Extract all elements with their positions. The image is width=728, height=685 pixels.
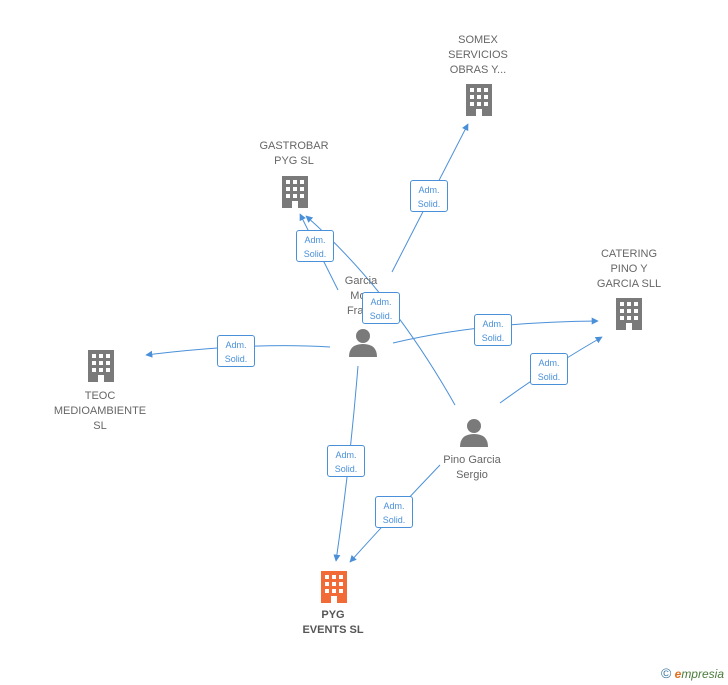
- person-icon[interactable]: [349, 329, 377, 357]
- building-icon[interactable]: [88, 350, 114, 382]
- edge-label-gastrobar: Adm.Solid.: [296, 230, 334, 262]
- building-icon[interactable]: [616, 298, 642, 330]
- edge-label-teoc: Adm.Solid.: [217, 335, 255, 367]
- company-label-gastrobar[interactable]: GASTROBAR PYG SL: [259, 140, 329, 167]
- edge-label-somex: Adm.Solid.: [410, 180, 448, 212]
- brand-footer: © empresia: [661, 665, 724, 681]
- edge-label-catering-pino: Adm.Solid.: [530, 353, 568, 385]
- edge-label-pyg-pino: Adm.Solid.: [375, 496, 413, 528]
- edge-label-pyg: Adm.Solid.: [327, 445, 365, 477]
- building-icon[interactable]: [466, 84, 492, 116]
- company-label-pyg[interactable]: PYG EVENTS SL: [302, 609, 364, 636]
- edge-label-catering: Adm.Solid.: [474, 314, 512, 346]
- company-label-somex[interactable]: SOMEX SERVICIOS OBRAS Y...: [448, 34, 508, 76]
- company-label-teoc[interactable]: TEOC MEDIOAMBIENTE SL: [53, 390, 147, 432]
- copyright-icon: ©: [660, 665, 672, 681]
- building-icon[interactable]: [321, 571, 347, 603]
- person-icon[interactable]: [460, 419, 488, 447]
- brand-logo-text: mpresia: [681, 667, 724, 681]
- building-icon[interactable]: [282, 176, 308, 208]
- edge-label-gastrobar-pino: Adm.Solid.: [362, 292, 400, 324]
- person-label-pino[interactable]: Pino Garcia Sergio: [443, 454, 501, 481]
- company-label-catering[interactable]: CATERING PINO Y GARCIA SLL: [596, 248, 662, 290]
- brand-logo-initial: e: [674, 667, 682, 681]
